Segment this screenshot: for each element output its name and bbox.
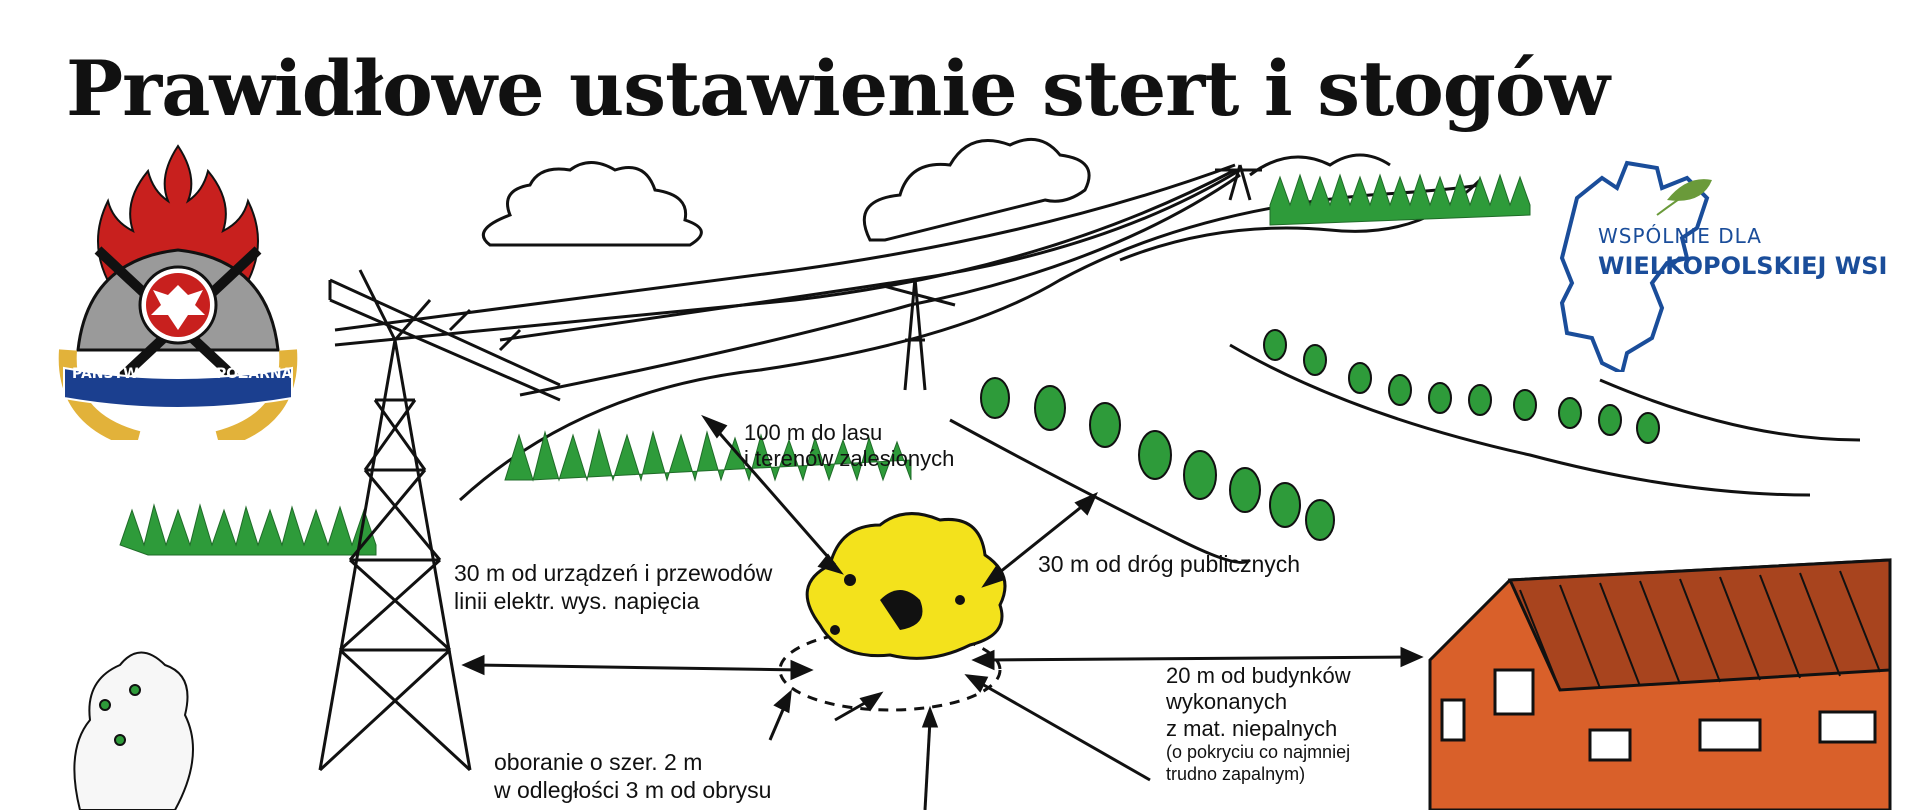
psp-text: STRAŻ (166, 366, 218, 382)
label-note: (o pokryciu co najmniej (1166, 742, 1351, 763)
label-line: z mat. niepalnych (1166, 715, 1338, 741)
label-line: oboranie o szer. 2 m (494, 749, 703, 775)
power-line-distance-label: 30 m od urządzeń i przewodów linii elekt… (454, 560, 772, 615)
label-line: wykonanych (1166, 689, 1288, 715)
roads-distance-label: 30 m od dróg publicznych (1038, 551, 1300, 579)
label-note: trudno zapalnym) (1166, 763, 1306, 784)
bush-icon (73, 651, 194, 810)
psp-emblem-icon (58, 144, 298, 449)
psp-band: PAŃSTWOWA STRAŻ POŻARNA (64, 362, 294, 398)
label-line: linii elektr. wys. napięcia (454, 587, 700, 614)
label-line: i terenów zalesionych (744, 446, 955, 472)
buildings-distance-label: 20 m od budynków wykonanych z mat. niepa… (1166, 663, 1351, 785)
hills (458, 178, 1861, 564)
plowing-label: oboranie o szer. 2 m w odległości 3 m od… (494, 749, 771, 804)
label-line: 20 m od budynków (1166, 663, 1351, 688)
region-outline-icon (1559, 160, 1712, 376)
wielkopolska-logo: WSPÓLNIE DLA WIELKOPOLSKIEJ WSI (1537, 140, 1920, 376)
tree-row-icon (119, 173, 1531, 556)
label-line: 30 m od urządzeń i przewodów (454, 560, 773, 586)
logo-text-line1: WSPÓLNIE DLA (1598, 224, 1762, 248)
forest-distance-label: 100 m do lasu i terenów zalesionych (744, 420, 954, 473)
cloud-icon (481, 137, 1391, 247)
leaf-icon (1667, 179, 1712, 201)
barn-icon (1428, 558, 1892, 810)
logo-text-line2: WIELKOPOLSKIEJ WSI (1598, 252, 1888, 280)
label-line: 30 m od dróg publicznych (1038, 551, 1301, 577)
page-title: Prawidłowe ustawienie stert i stogów (66, 44, 1610, 133)
haystack-icon (778, 512, 1007, 712)
roadside-trees (980, 329, 1660, 541)
label-line: w odległości 3 m od obrysu (494, 776, 772, 803)
psp-text: POŻARNA (216, 366, 293, 382)
label-line: 100 m do lasu (744, 420, 883, 445)
power-pylon-icon (318, 163, 1262, 772)
arrow-icon (461, 414, 1424, 810)
psp-text: PAŃSTWOWA (72, 366, 177, 382)
psp-logo: PAŃSTWOWA STRAŻ POŻARNA (58, 140, 298, 449)
